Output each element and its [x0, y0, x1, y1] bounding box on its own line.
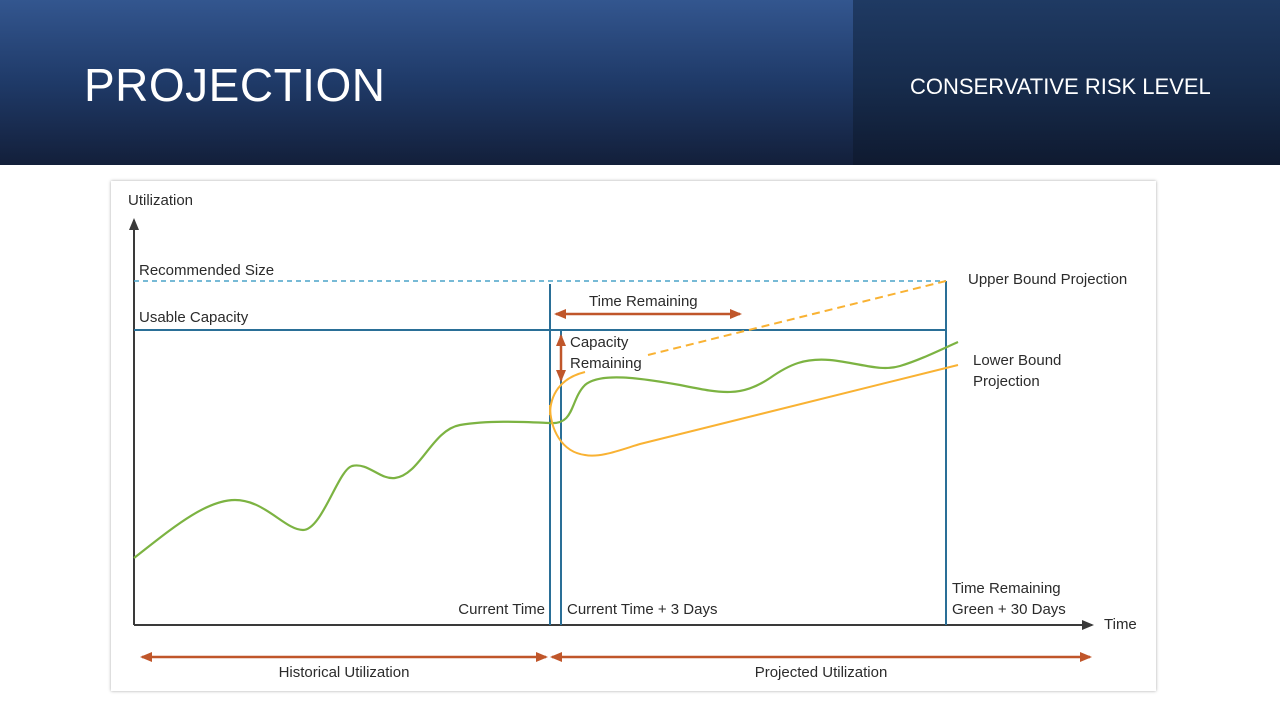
- usable-capacity-label: Usable Capacity: [139, 309, 249, 326]
- end-marker-label-line1: Time Remaining: [952, 580, 1061, 597]
- historical-utilization-label: Historical Utilization: [279, 664, 410, 681]
- risk-level-subtitle: CONSERVATIVE RISK LEVEL: [910, 74, 1211, 99]
- lower-bound-projection: [549, 364, 959, 457]
- current-time-label: Current Time: [458, 601, 545, 618]
- capacity-remaining-label-line1: Capacity: [570, 334, 629, 351]
- header-side-panel: [853, 0, 1280, 165]
- upper-bound-label: Upper Bound Projection: [968, 271, 1127, 288]
- recommended-size-label: Recommended Size: [139, 262, 274, 279]
- time-remaining-label: Time Remaining: [589, 293, 698, 310]
- lower-bound-label-line1: Lower Bound: [973, 352, 1061, 369]
- page-title: PROJECTION: [84, 59, 386, 111]
- lower-bound-label-line2: Projection: [973, 373, 1040, 390]
- diagram-frame: [111, 181, 1156, 691]
- end-marker-label-line2: Green + 30 Days: [952, 601, 1066, 618]
- y-axis-label: Utilization: [128, 192, 193, 209]
- current-time-plus3-label: Current Time + 3 Days: [567, 601, 717, 618]
- utilization-curve: [133, 340, 959, 559]
- capacity-remaining-label-line2: Remaining: [570, 355, 642, 372]
- header-banner: [0, 0, 853, 165]
- projected-utilization-label: Projected Utilization: [755, 664, 888, 681]
- x-axis-label: Time: [1104, 616, 1137, 633]
